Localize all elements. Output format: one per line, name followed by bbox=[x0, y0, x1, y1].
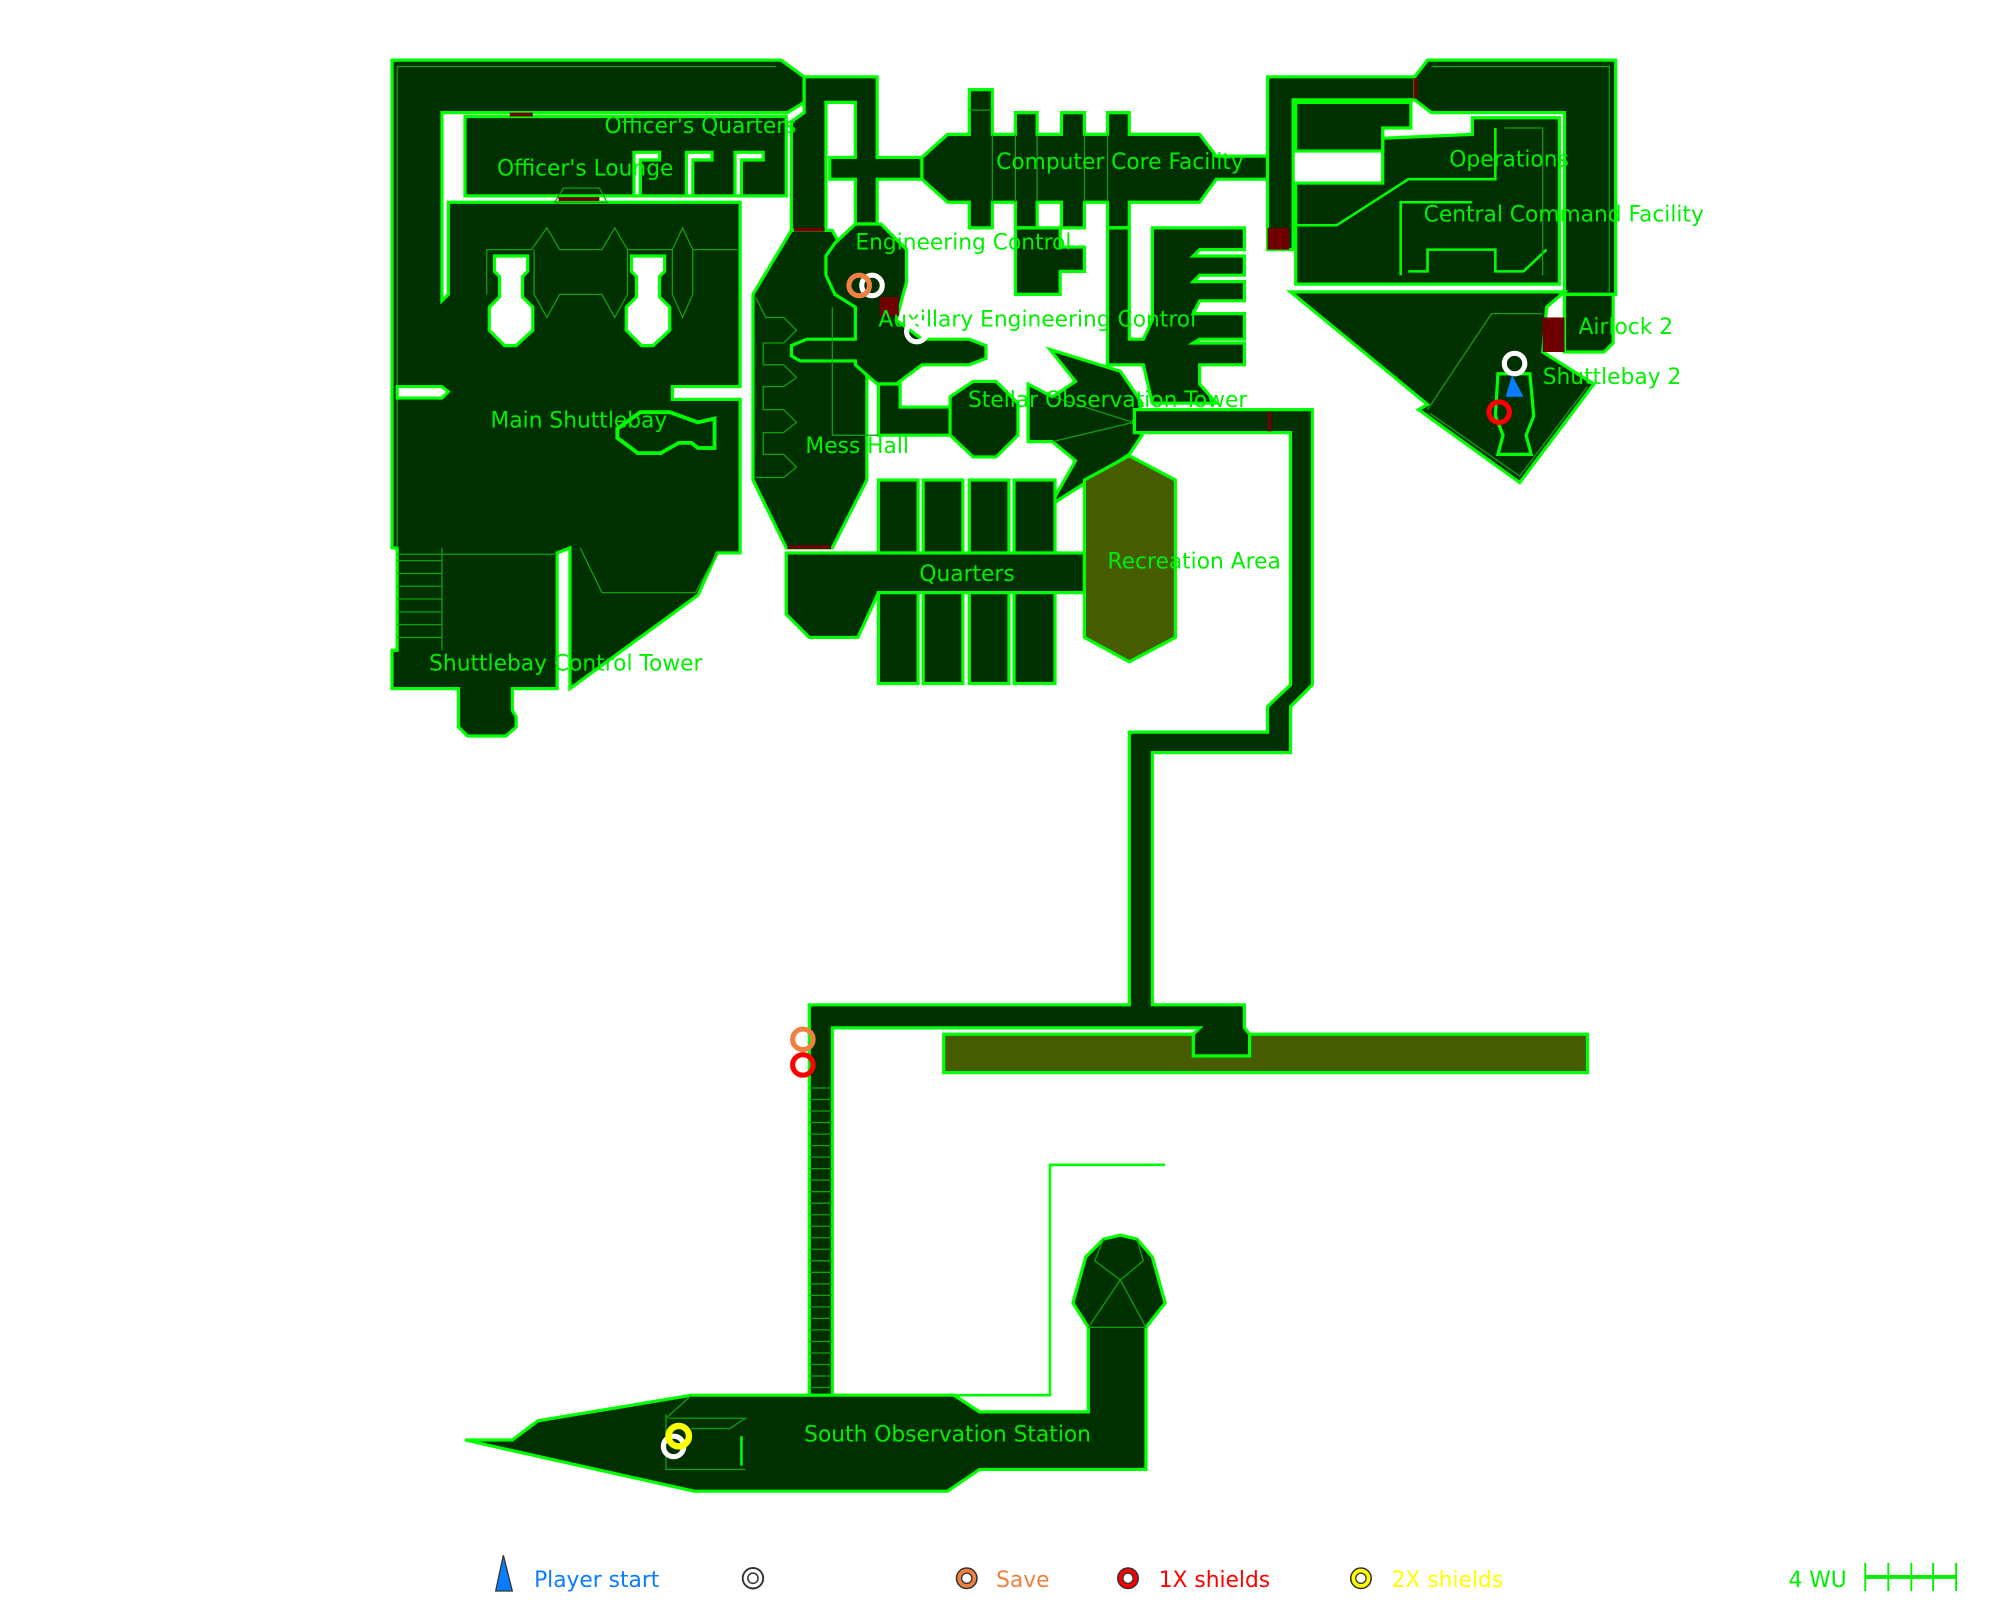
main-corridor bbox=[807, 408, 1314, 1401]
label-south-station: South Observation Station bbox=[804, 1422, 1091, 1447]
quarters bbox=[784, 478, 1087, 686]
label-operations: Operations bbox=[1449, 147, 1569, 172]
legend-scale-label: 4 WU bbox=[1788, 1568, 1846, 1593]
legend-1x-shields: 1X shields bbox=[1159, 1568, 1270, 1593]
label-recreation: Recreation Area bbox=[1108, 549, 1281, 574]
map-markers bbox=[660, 272, 1528, 1460]
player-start-marker bbox=[1505, 375, 1524, 397]
recreation-area-pool bbox=[1082, 453, 1177, 664]
item-marker[interactable] bbox=[1501, 350, 1528, 377]
legend-player-start: Player start bbox=[534, 1568, 659, 1593]
shields-1x-marker[interactable] bbox=[790, 1052, 816, 1078]
label-officers-quarters: Officer's Quarters bbox=[604, 114, 796, 139]
shields-1x-marker[interactable] bbox=[1486, 399, 1512, 425]
label-mess-hall: Mess Hall bbox=[805, 434, 909, 459]
legend-save: Save bbox=[996, 1568, 1049, 1593]
label-shuttlebay-2: Shuttlebay 2 bbox=[1543, 365, 1682, 390]
south-observation-station bbox=[464, 1233, 1167, 1493]
officers-quarters-corridor bbox=[789, 75, 924, 232]
scale-bar bbox=[1864, 1562, 1958, 1592]
save-marker[interactable] bbox=[846, 272, 872, 299]
label-main-shuttlebay: Main Shuttlebay bbox=[491, 409, 668, 434]
legend: Player start Save 1X shields 2X shields … bbox=[494, 1555, 1958, 1593]
shields-2x-marker[interactable] bbox=[665, 1422, 693, 1450]
save-marker[interactable] bbox=[790, 1026, 816, 1053]
label-airlock-2: Airlock 2 bbox=[1579, 315, 1674, 340]
ladder-rungs bbox=[809, 1087, 833, 1389]
label-computer-core: Computer Core Facility bbox=[996, 150, 1244, 175]
label-officers-lounge: Officer's Lounge bbox=[497, 156, 673, 181]
control-tower-stairs bbox=[397, 547, 558, 651]
item-ring-icon bbox=[741, 1567, 765, 1590]
label-aux-engineering: Auxillary Engineering Control bbox=[878, 307, 1196, 332]
label-engineering-control: Engineering Control bbox=[855, 231, 1071, 256]
stellar-observation-tower bbox=[1026, 346, 1145, 507]
label-shuttlebay-control: Shuttlebay Control Tower bbox=[429, 652, 702, 677]
item-marker[interactable] bbox=[859, 272, 885, 299]
main-shuttlebay-area bbox=[390, 58, 806, 738]
room-labels: Officer's Quarters Officer's Lounge Comp… bbox=[429, 114, 1704, 1447]
south-liquid-strip bbox=[942, 1032, 1590, 1075]
player-start-icon bbox=[494, 1555, 514, 1592]
label-central-command: Central Command Facility bbox=[1424, 202, 1704, 227]
label-quarters: Quarters bbox=[919, 562, 1014, 587]
observation-octagon bbox=[948, 379, 1020, 459]
legend-2x-shields: 2X shields bbox=[1392, 1568, 1503, 1593]
label-stellar-tower: Stellar Observation Tower bbox=[968, 388, 1247, 413]
item-marker[interactable] bbox=[904, 318, 930, 345]
